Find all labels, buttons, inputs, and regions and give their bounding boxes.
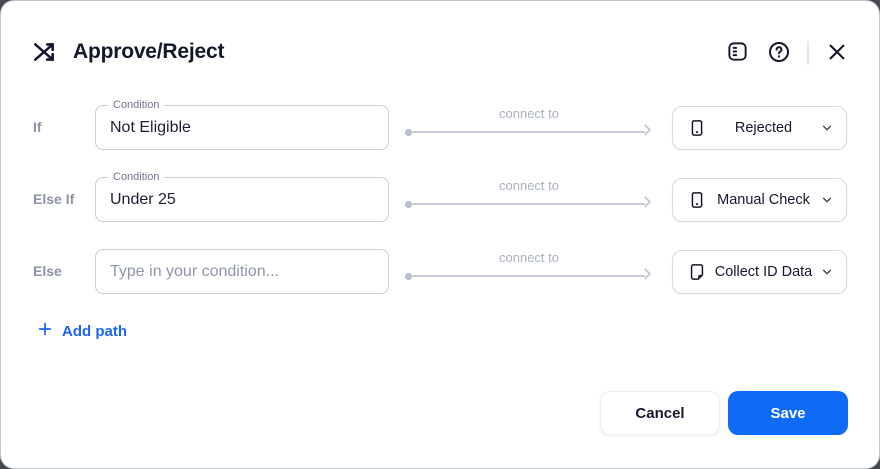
close-button[interactable] (823, 39, 851, 67)
screen-icon (687, 190, 707, 210)
condition-field-if: Condition (95, 98, 389, 150)
document-icon (687, 262, 707, 282)
screen-icon (687, 118, 707, 138)
plus-icon (37, 321, 53, 341)
condition-field-label: Condition (108, 170, 165, 184)
connector-arrow (405, 124, 653, 137)
connector-if: connect to (405, 105, 653, 150)
notes-icon (726, 40, 749, 66)
chevron-down-icon (820, 121, 834, 135)
condition-input-else[interactable] (96, 250, 388, 293)
close-icon (826, 41, 848, 66)
target-select-value: Manual Check (717, 192, 810, 208)
target-select-if[interactable]: Rejected (672, 106, 847, 150)
condition-input-if[interactable] (96, 106, 388, 149)
notes-button[interactable] (723, 39, 751, 67)
cancel-button[interactable]: Cancel (600, 391, 720, 435)
row-label-else-if: Else If (33, 191, 75, 207)
condition-field-else-if: Condition (95, 170, 389, 222)
add-path-label: Add path (62, 322, 127, 340)
connector-label: connect to (499, 250, 559, 265)
connector-arrow (405, 268, 653, 281)
help-icon (767, 40, 791, 67)
header-divider (807, 41, 809, 65)
target-select-else-if[interactable]: Manual Check (672, 178, 847, 222)
connector-label: connect to (499, 106, 559, 121)
connector-arrow (405, 196, 653, 209)
condition-field-else (95, 249, 389, 294)
chevron-down-icon (820, 193, 834, 207)
help-button[interactable] (765, 39, 793, 67)
save-button[interactable]: Save (728, 391, 848, 435)
target-select-else[interactable]: Collect ID Data (672, 250, 847, 294)
connector-else: connect to (405, 249, 653, 294)
connector-else-if: connect to (405, 177, 653, 222)
row-label-if: If (33, 119, 42, 135)
shuffle-icon (31, 39, 57, 65)
row-label-else: Else (33, 263, 62, 279)
target-select-value: Collect ID Data (714, 264, 813, 280)
add-path-button[interactable]: Add path (37, 321, 127, 341)
condition-input-else-if[interactable] (96, 178, 388, 221)
dialog-header: Approve/Reject (31, 39, 224, 65)
connector-label: connect to (499, 178, 559, 193)
target-select-value: Rejected (734, 120, 793, 136)
condition-field-label: Condition (108, 98, 165, 112)
dialog-title: Approve/Reject (73, 40, 225, 63)
chevron-down-icon (820, 265, 834, 279)
header-actions (723, 39, 851, 67)
